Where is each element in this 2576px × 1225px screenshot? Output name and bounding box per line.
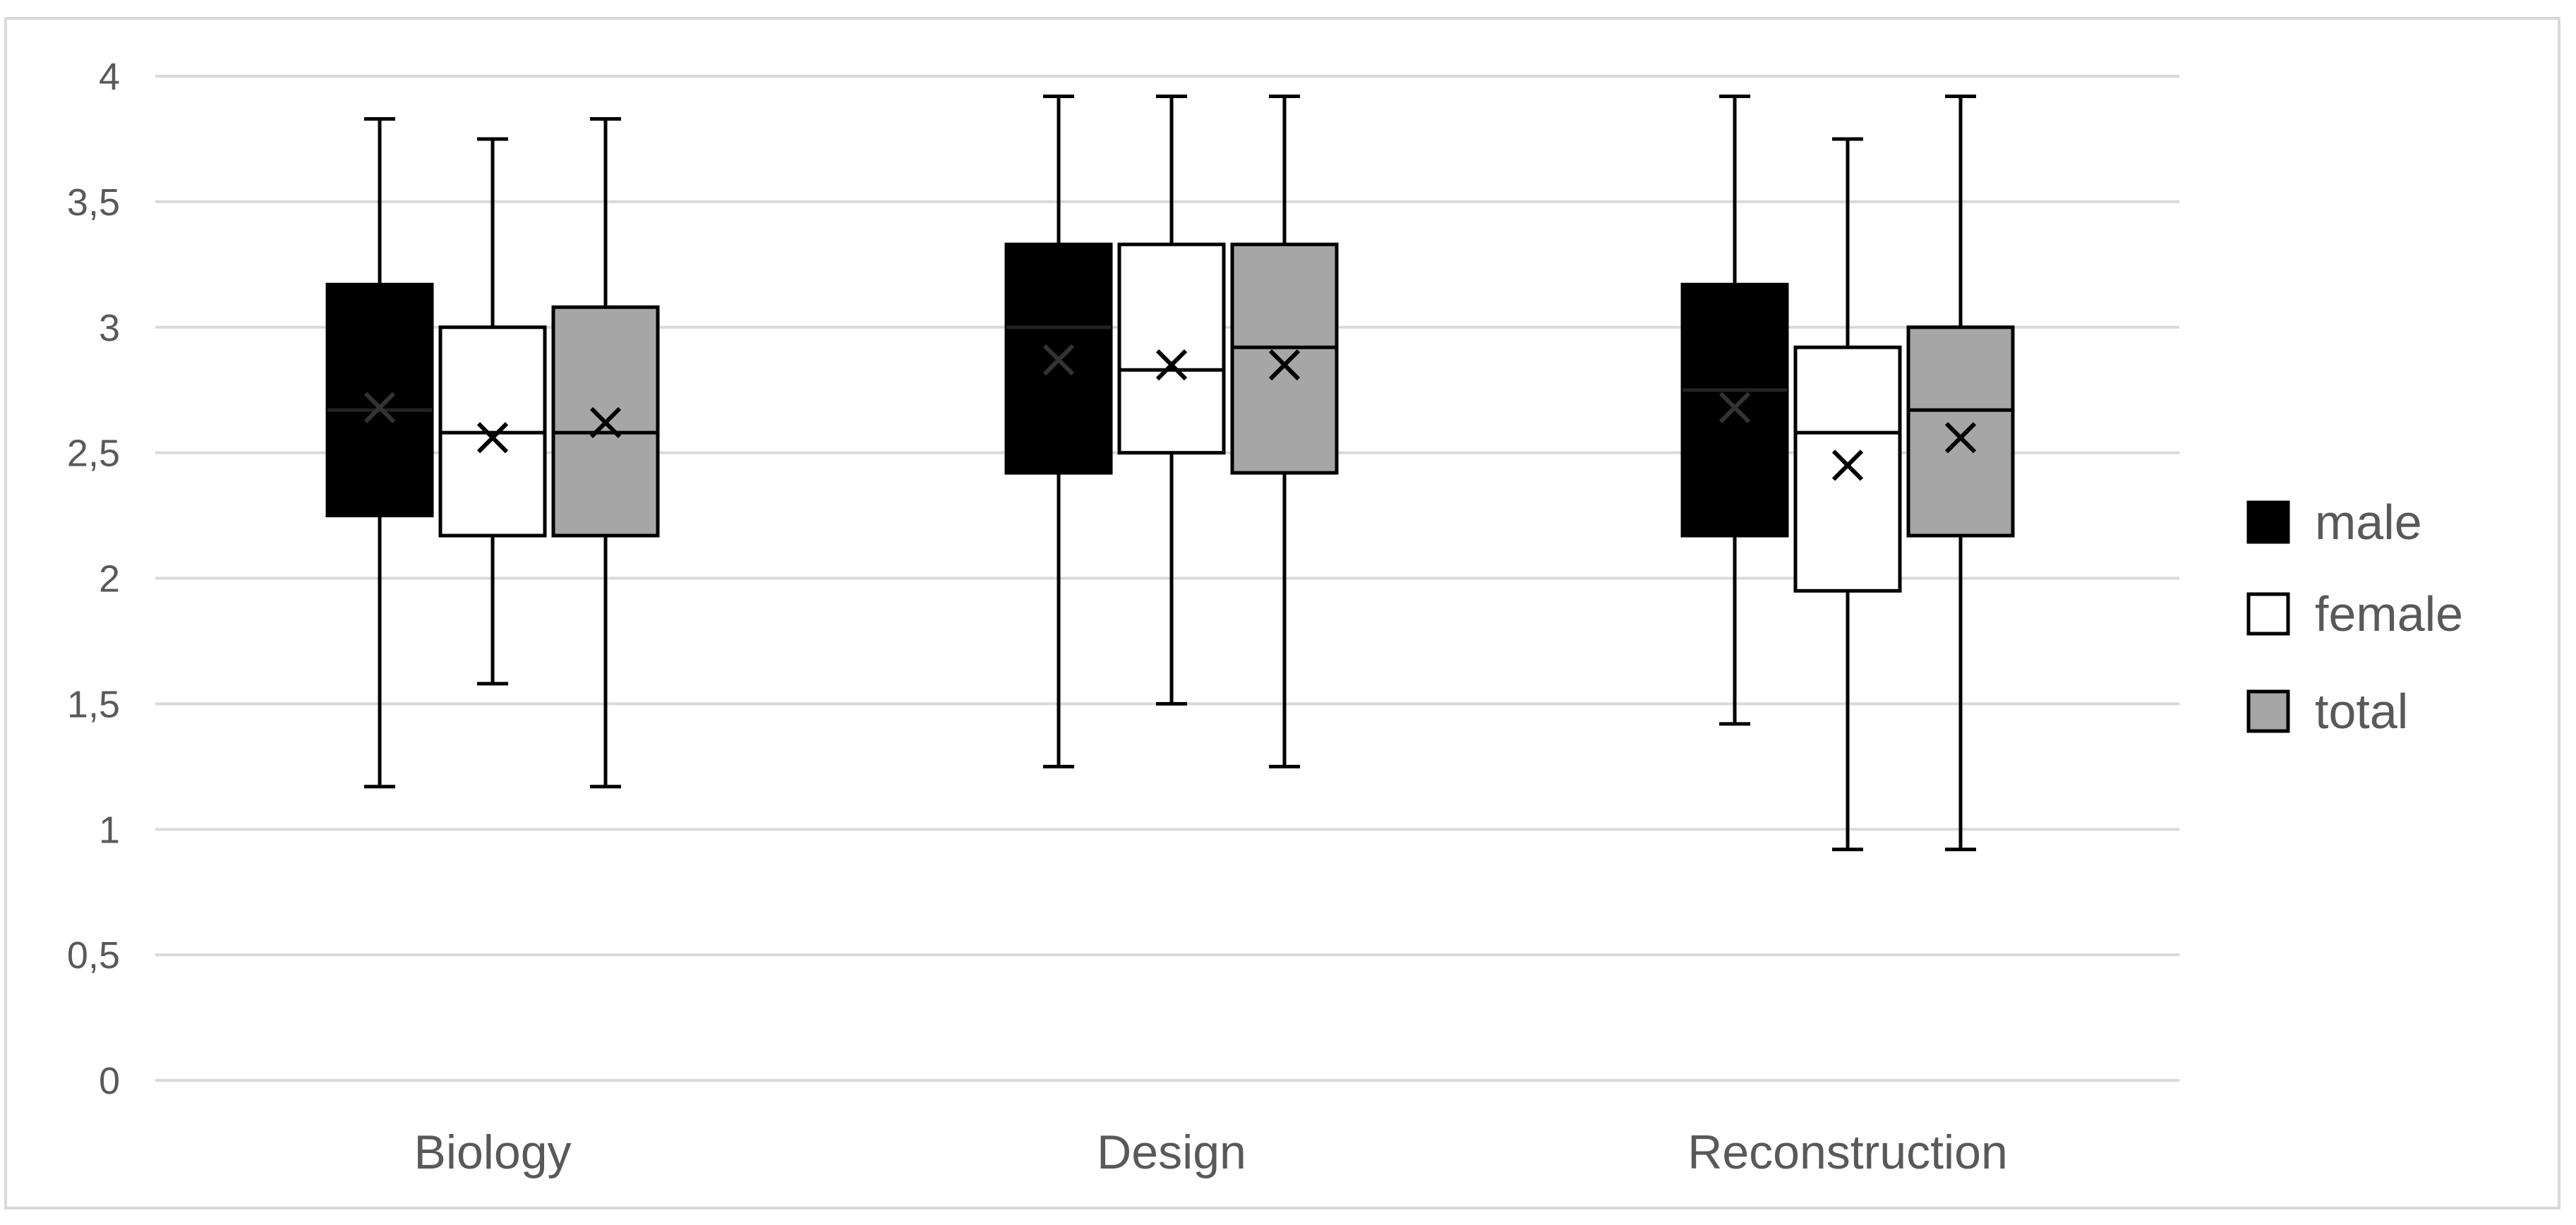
mean-marker bbox=[1155, 349, 1188, 381]
x-category-label: Reconstruction bbox=[1687, 1126, 2008, 1179]
mean-marker-stroke bbox=[1719, 392, 1751, 423]
mean-marker-stroke bbox=[363, 392, 396, 423]
y-tick-label: 3,5 bbox=[67, 181, 120, 224]
box-iqr bbox=[1793, 345, 1902, 593]
legend-label: total bbox=[2315, 684, 2408, 739]
box-female-biology bbox=[438, 137, 547, 686]
mean-marker-stroke bbox=[1042, 344, 1075, 376]
legend-label: male bbox=[2315, 495, 2422, 550]
mean-marker bbox=[363, 392, 396, 423]
mean-marker bbox=[1719, 392, 1751, 423]
series-total bbox=[551, 94, 2015, 852]
y-tick-label: 1 bbox=[99, 809, 120, 851]
box-male-reconstruction bbox=[1680, 94, 1789, 726]
y-axis-tick-labels: 0 0,5 1 1,5 2 2,5 3 3,5 4 bbox=[67, 56, 120, 1102]
mean-marker-stroke bbox=[476, 422, 509, 454]
box-series bbox=[325, 94, 2015, 852]
box-iqr bbox=[1230, 242, 1339, 475]
legend-swatch bbox=[2246, 592, 2290, 636]
legend-swatch bbox=[2246, 500, 2290, 544]
box-female-design bbox=[1117, 94, 1226, 706]
y-tick-label: 2 bbox=[99, 558, 120, 601]
chart-frame: 0 0,5 1 1,5 2 2,5 3 3,5 4 Biology Design Reconstru… bbox=[4, 17, 2560, 1209]
legend-item-female: female bbox=[2246, 586, 2463, 641]
mean-marker bbox=[1831, 449, 1864, 481]
legend-label: female bbox=[2315, 586, 2463, 641]
y-tick-label: 0 bbox=[99, 1060, 120, 1102]
x-category-label: Biology bbox=[414, 1126, 571, 1179]
box-male-design bbox=[1004, 94, 1113, 768]
legend-swatch bbox=[2246, 689, 2290, 733]
mean-marker bbox=[1944, 422, 1977, 454]
mean-marker bbox=[1042, 344, 1075, 376]
x-axis-category-labels: Biology Design Reconstruction bbox=[414, 1126, 2007, 1179]
box-total-biology bbox=[551, 116, 660, 789]
y-tick-label: 0,5 bbox=[67, 934, 120, 977]
box-iqr bbox=[325, 282, 434, 518]
y-tick-label: 2,5 bbox=[67, 433, 120, 475]
mean-marker bbox=[1268, 349, 1301, 381]
series-male bbox=[325, 94, 1789, 789]
mean-marker bbox=[476, 422, 509, 454]
mean-marker-stroke bbox=[1944, 422, 1977, 454]
mean-marker-stroke bbox=[1268, 349, 1301, 381]
mean-marker bbox=[589, 406, 622, 439]
series-female bbox=[438, 94, 1902, 852]
y-tick-label: 3 bbox=[99, 307, 120, 349]
mean-marker-stroke bbox=[1831, 449, 1864, 481]
y-tick-label: 4 bbox=[99, 56, 120, 98]
y-tick-label: 1,5 bbox=[67, 683, 120, 725]
legend: male female total bbox=[2246, 495, 2463, 739]
legend-item-male: male bbox=[2246, 495, 2422, 550]
box-male-biology bbox=[325, 116, 434, 789]
mean-marker-stroke bbox=[589, 406, 622, 439]
box-female-reconstruction bbox=[1793, 137, 1902, 852]
box-iqr bbox=[1117, 242, 1226, 455]
mean-marker-stroke bbox=[1155, 349, 1188, 381]
legend-item-total: total bbox=[2246, 684, 2408, 739]
boxplot-chart: 0 0,5 1 1,5 2 2,5 3 3,5 4 Biology Design Reconstru… bbox=[67, 56, 2463, 1179]
x-category-label: Design bbox=[1097, 1126, 1246, 1179]
box-total-design bbox=[1230, 94, 1339, 768]
box-iqr bbox=[1906, 325, 2015, 538]
box-total-reconstruction bbox=[1906, 94, 2015, 852]
